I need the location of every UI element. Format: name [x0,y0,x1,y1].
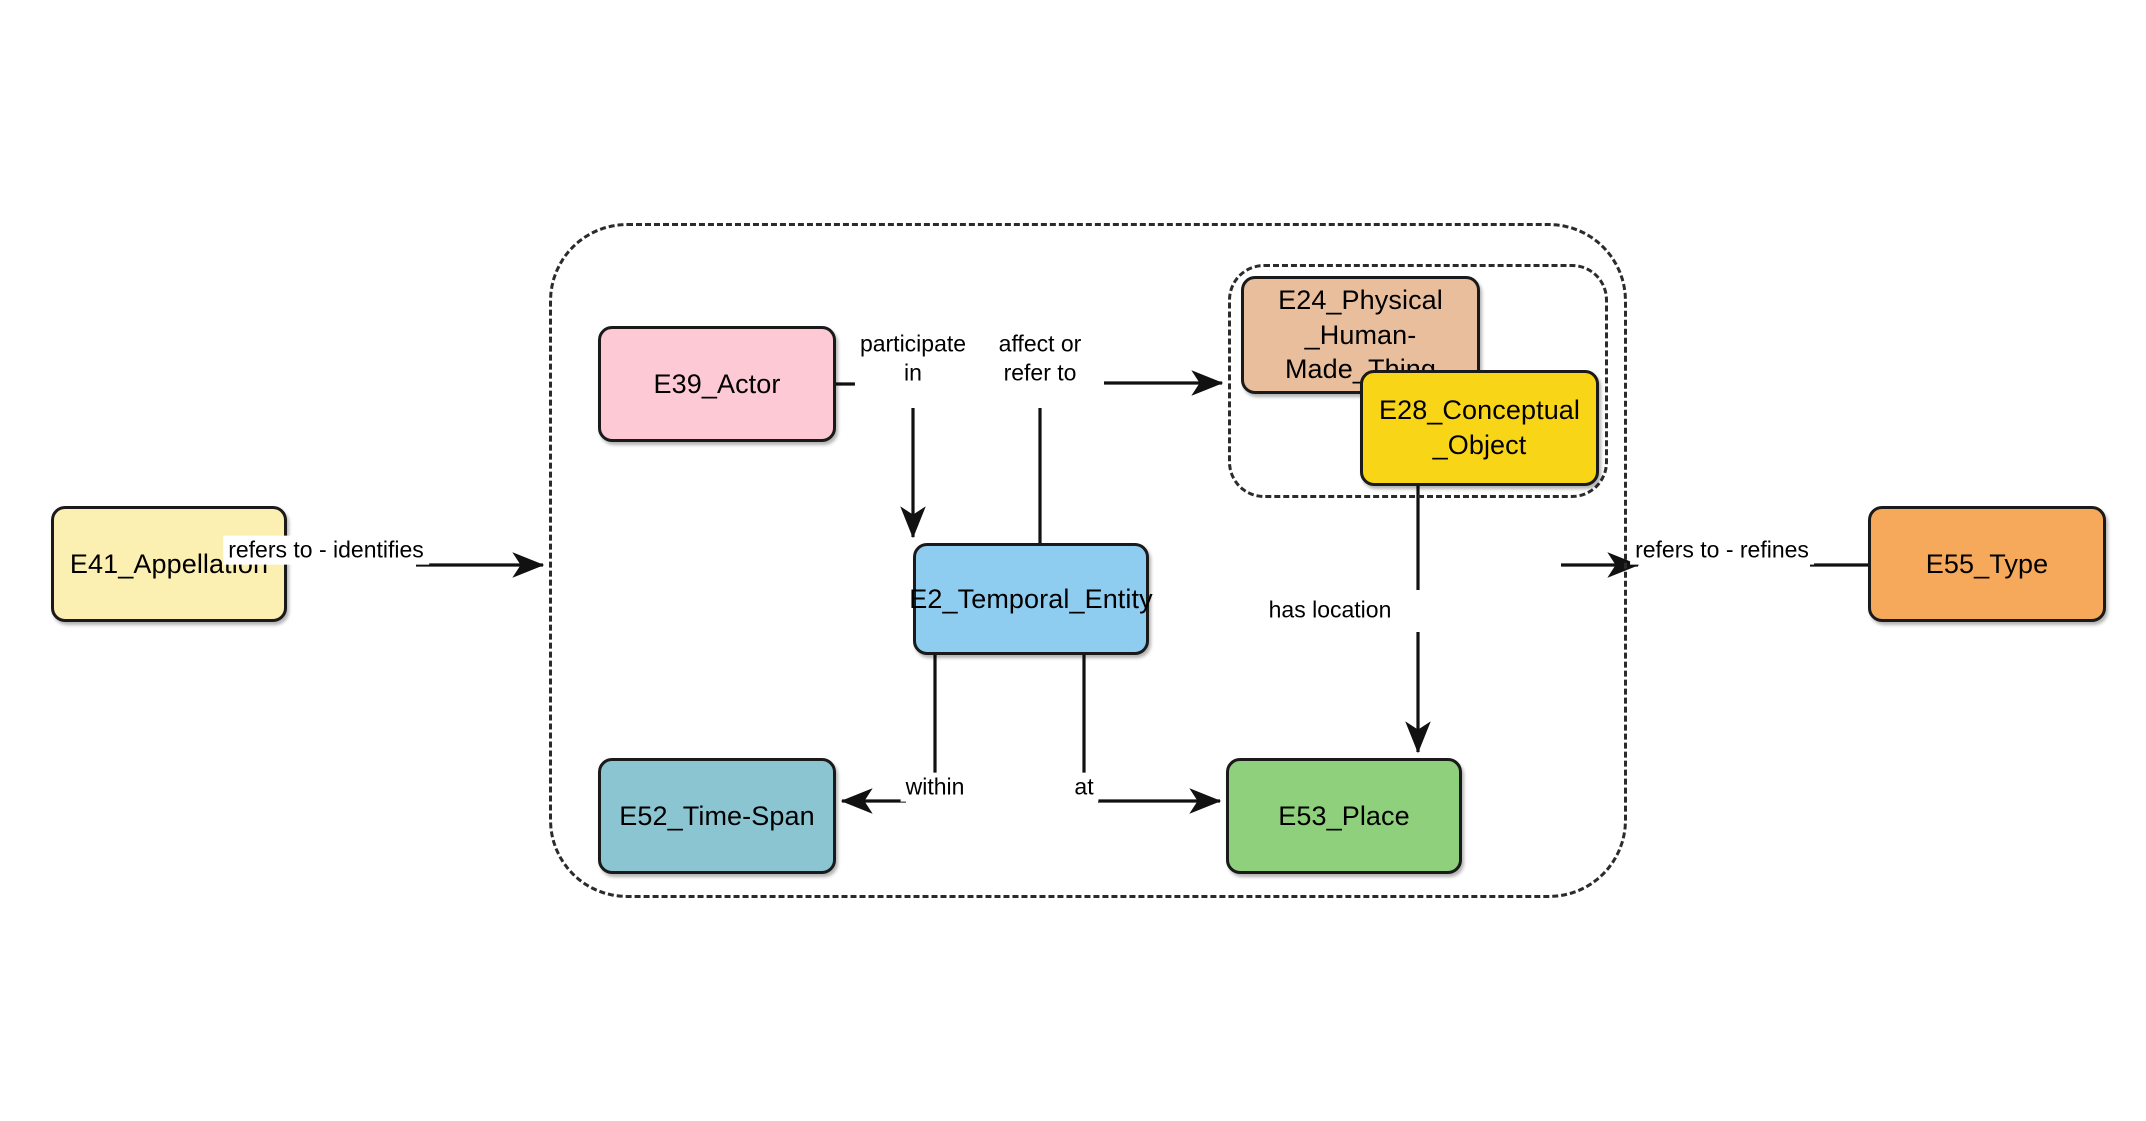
outer-dashed-boundary [549,223,1627,898]
inner-dashed-boundary [1228,264,1608,498]
node-e28-conceptual-object[interactable]: E28_Conceptual _Object [1360,370,1599,486]
node-e52-time-span[interactable]: E52_Time-Span [598,758,836,874]
node-e55-type[interactable]: E55_Type [1868,506,2106,622]
node-e41-appellation[interactable]: E41_Appellation [51,506,287,622]
node-e39-actor[interactable]: E39_Actor [598,326,836,442]
node-e53-place[interactable]: E53_Place [1226,758,1462,874]
node-e2-temporal-entity[interactable]: E2_Temporal_Entity [909,543,1153,655]
node-e24-physical-human-made-thing[interactable]: E24_Physical _Human-Made_Thing [1241,276,1480,394]
